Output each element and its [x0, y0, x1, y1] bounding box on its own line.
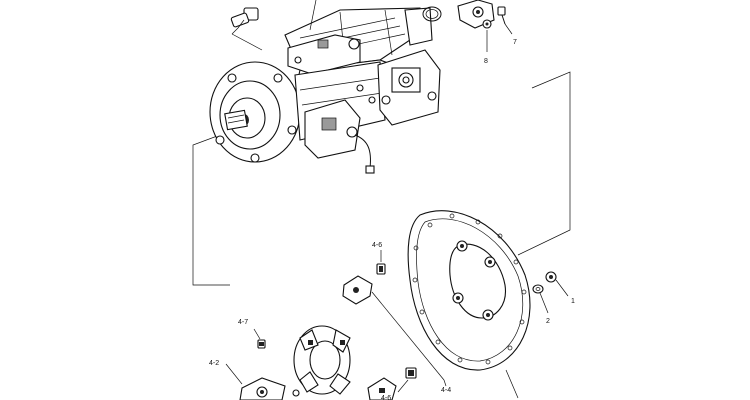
coupling-flange-plate-part [407, 210, 531, 399]
coupling-element-part [293, 325, 351, 395]
callout-4-6-lower: 4-6 [381, 395, 391, 400]
bolt-4-7-part [253, 328, 266, 349]
top-bolt-part [230, 7, 263, 51]
callout-7: 7 [513, 39, 517, 46]
callout-4-7: 4-7 [238, 319, 248, 326]
callout-8: 8 [484, 58, 488, 65]
callout-1: 1 [571, 298, 575, 305]
callout-4-4: 4-4 [441, 387, 451, 394]
lower-insert-part [367, 377, 397, 400]
bolt-8-part [482, 19, 492, 52]
bolt-4-6-upper-part [376, 254, 386, 275]
o-ring-part [422, 6, 442, 22]
hub-4-2-part [225, 363, 286, 400]
bolt-7-part [497, 6, 513, 35]
washer-2-part [532, 284, 549, 314]
spacer-block-part [342, 275, 445, 381]
callout-4-6-upper: 4-6 [372, 242, 382, 249]
hydraulic-pump-assembly [209, 7, 441, 174]
small-pin-part [292, 389, 300, 397]
assembly-bracket-lines [192, 71, 571, 286]
callout-4-2: 4-2 [209, 360, 219, 367]
bolt-1-part [545, 271, 569, 297]
bolt-4-6-lower-part [397, 367, 417, 393]
leader-lines [237, 0, 447, 387]
callout-2: 2 [546, 318, 550, 325]
